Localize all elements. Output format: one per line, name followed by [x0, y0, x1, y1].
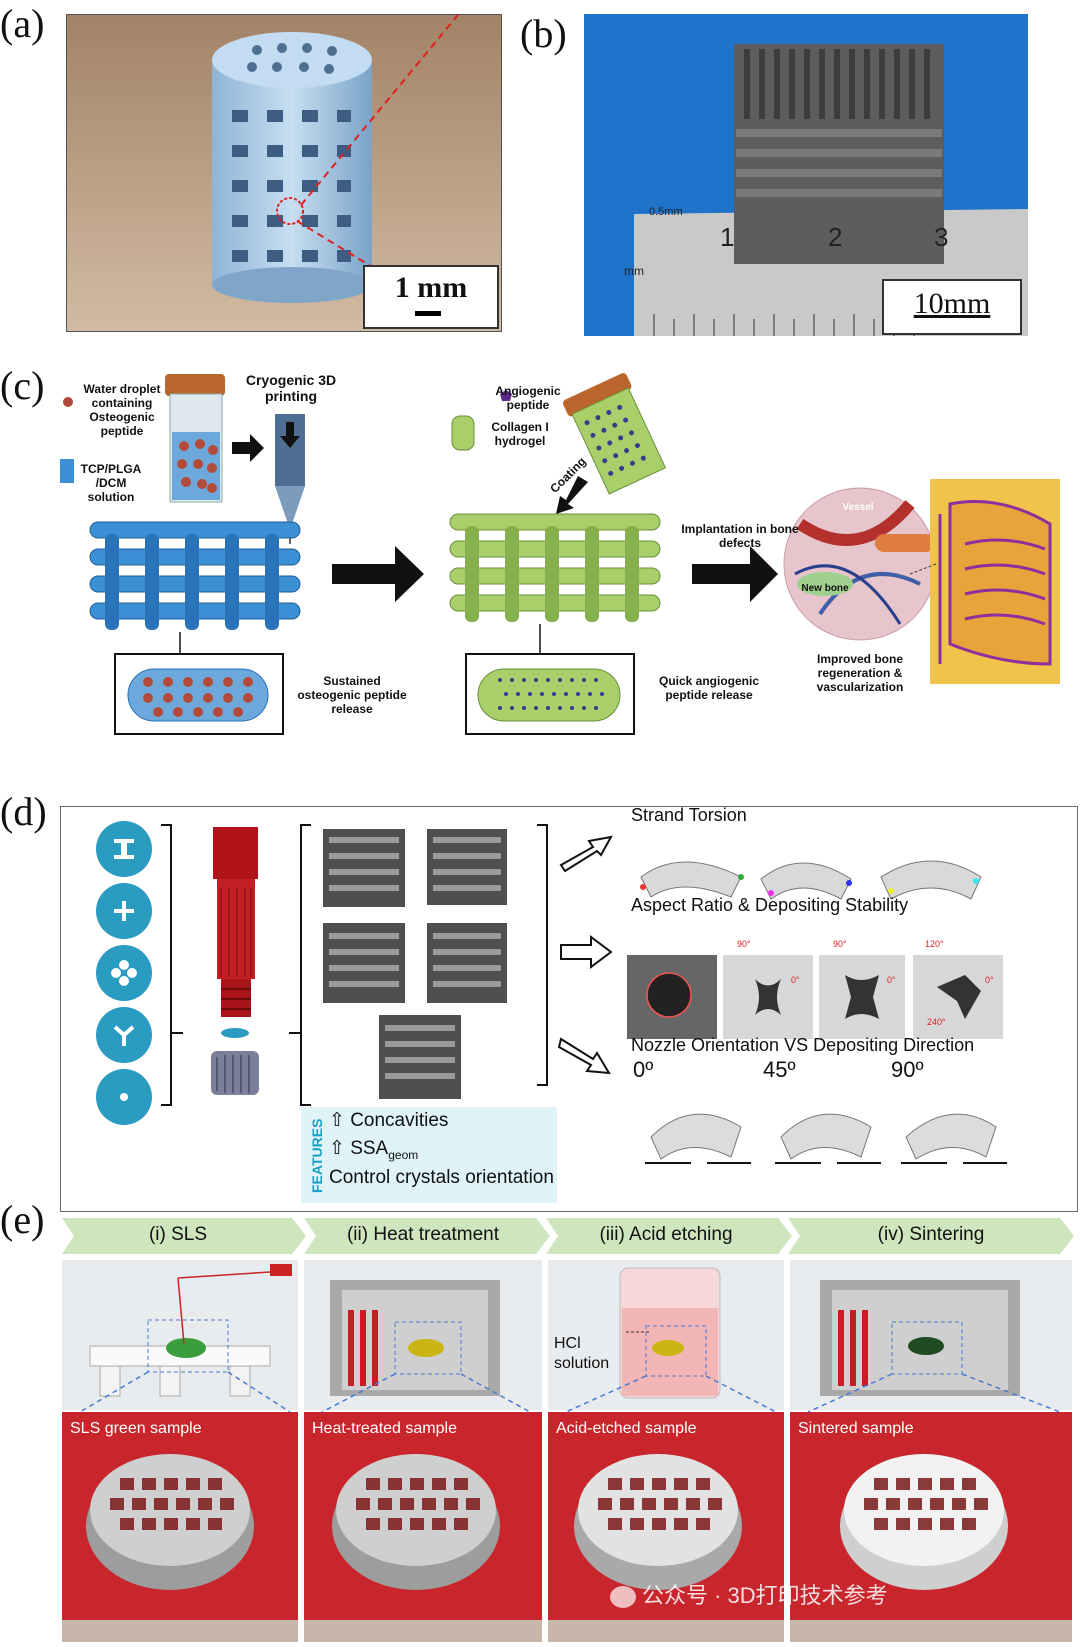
- sample-sls-green: SLS green sample: [70, 1420, 202, 1437]
- scale-box-a: 1 mm: [363, 265, 499, 329]
- feature-ssa-sub: geom: [388, 1147, 419, 1162]
- ruler-mark-b-3: 2: [828, 222, 843, 252]
- label-quick-release: Quick angiogenic peptide release: [658, 674, 760, 702]
- watermark-text: 公众号 · 3D打印技术参考: [642, 1583, 888, 1608]
- feature-ssa-text: ⇧ SSA: [329, 1138, 389, 1159]
- ruler-mark-b-4: 3: [934, 222, 949, 252]
- angle-mark-2: 0°: [791, 975, 800, 985]
- label-collagen: Collagen I hydrogel: [491, 420, 549, 448]
- angle-mark-1: 90°: [737, 939, 751, 949]
- feature-concavities: ⇧ Concavities: [329, 1110, 449, 1131]
- label-nozzle-orientation: Nozzle Orientation VS Depositing Directi…: [631, 1035, 975, 1055]
- ruler-mark-b-2: 1: [720, 222, 735, 252]
- sample-heat-treated: Heat-treated sample: [312, 1420, 457, 1437]
- watermark: 公众号 · 3D打印技术参考: [610, 1578, 888, 1610]
- features-title: FEATURES: [309, 1118, 325, 1193]
- label-angiogenic-peptide: Angiogenic peptide: [495, 384, 561, 412]
- step-sintering: (iv) Sintering: [877, 1224, 985, 1245]
- angle-90: 90º: [891, 1057, 924, 1082]
- panel-e-label: (e): [0, 1197, 45, 1242]
- label-implantation: Implantation in bone defects: [681, 522, 799, 550]
- wechat-icon: [610, 1586, 636, 1609]
- step-acid-etching: (iii) Acid etching: [599, 1224, 733, 1245]
- label-vessel: Vessel: [842, 502, 874, 513]
- label-cryogenic: Cryogenic 3D printing: [245, 372, 337, 404]
- label-strand-torsion: Strand Torsion: [631, 805, 747, 825]
- sample-acid-etched: Acid-etched sample: [556, 1420, 697, 1437]
- panel-b-label: (b): [520, 11, 567, 56]
- panel-e-process: (i) SLS (ii) Heat treatment (iii) Acid e…: [60, 1216, 1076, 1642]
- label-aspect-ratio: Aspect Ratio & Depositing Stability: [631, 895, 909, 915]
- label-water-droplet: Water droplet containing Osteogenic pept…: [83, 382, 161, 438]
- panel-b-photo: 0.5mm 1 2 3 mm 10mm: [584, 14, 1028, 336]
- angle-45: 45º: [763, 1057, 796, 1082]
- panel-c-label: (c): [0, 363, 45, 408]
- ruler-mark-b-1: 0.5mm: [649, 206, 683, 218]
- feature-ssa: ⇧ SSAgeom: [329, 1137, 418, 1162]
- sample-sintered: Sintered sample: [798, 1420, 914, 1437]
- label-sustained-release: Sustained osteogenic peptide release: [297, 674, 407, 716]
- porous-cylinder-illustration: [67, 15, 501, 331]
- panel-d-box: Strand Torsion Aspect Ratio & Depositing…: [60, 805, 1078, 1212]
- step-heat-treatment: (ii) Heat treatment: [346, 1224, 500, 1245]
- scale-box-b: 10mm: [882, 279, 1022, 335]
- cryogenic-printing-diagram: [60, 373, 1060, 735]
- angle-mark-3: 90°: [833, 939, 847, 949]
- nozzle-shapes-diagram: [96, 821, 1007, 1203]
- angle-mark-7: 240°: [927, 1017, 946, 1027]
- angle-0: 0º: [633, 1057, 654, 1082]
- step-sls: (i) SLS: [148, 1224, 208, 1245]
- angle-mark-6: 0°: [985, 975, 994, 985]
- sls-process-diagram: [62, 1218, 1074, 1642]
- panel-c-schematic: Water droplet containing Osteogenic pept…: [60, 364, 1060, 744]
- feature-crystals: Control crystals orientation: [329, 1167, 554, 1188]
- angle-mark-5: 120°: [925, 939, 944, 949]
- label-new-bone: New bone: [801, 583, 849, 594]
- scale-label-a: 1 mm: [394, 271, 468, 304]
- panel-d-label: (d): [0, 789, 47, 834]
- ruler-mark-b-5: mm: [624, 264, 644, 278]
- scale-label-b: 10mm: [913, 287, 991, 320]
- label-improved: Improved bone regeneration & vasculariza…: [816, 652, 904, 694]
- label-hcl: HCl solution: [554, 1335, 610, 1372]
- panel-a-label: (a): [0, 1, 45, 46]
- panel-a-photo: 1 mm: [66, 14, 502, 332]
- angle-mark-4: 0°: [887, 975, 896, 985]
- label-tcp-solution: TCP/PLGA /DCM solution: [80, 462, 142, 504]
- scale-bar-a: [415, 311, 441, 316]
